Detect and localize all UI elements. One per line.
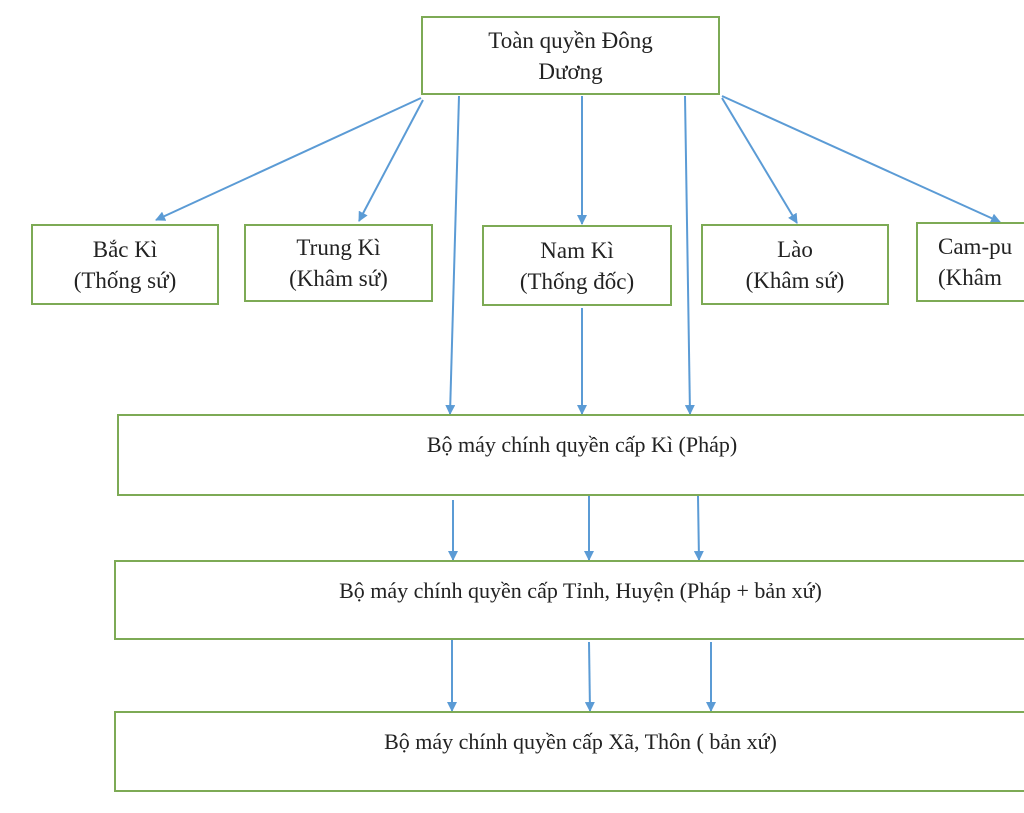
governor-general-line1: Toàn quyền Đông [488, 27, 653, 53]
arrow-top-to-ki-level [445, 95, 460, 415]
region-official: (Thống đốc) [519, 268, 635, 294]
region-official: (Thống sứ) [73, 267, 177, 293]
region-official: (Khâm [938, 265, 1002, 290]
region-name: Lào [777, 236, 813, 262]
arrow-tinh-to-xa-2 [584, 641, 595, 712]
level-box-ki: Bộ máy chính quyền cấp Kì (Pháp) [117, 414, 1024, 496]
arrow-top-to-ki-level-right [684, 95, 695, 415]
region-box-trung-ki: Trung Kì (Khâm sứ) [244, 224, 433, 302]
region-official: (Khâm sứ) [289, 266, 388, 291]
region-official: (Khâm sứ) [745, 267, 845, 293]
level-box-tinh-huyen: Bộ máy chính quyền cấp Tỉnh, Huyện (Pháp… [114, 560, 1024, 640]
region-box-lao: Lào (Khâm sứ) [701, 224, 889, 305]
arrow-to-bac-ki [155, 97, 422, 221]
level-label: Bộ máy chính quyền cấp Xã, Thôn ( bản xứ… [384, 729, 777, 754]
arrow-to-trung-ki [358, 99, 424, 222]
governor-general-line2: Dương [538, 58, 603, 84]
arrow-to-lao [721, 97, 798, 224]
level-label: Bộ máy chính quyền cấp Tỉnh, Huyện (Pháp… [339, 578, 822, 603]
region-name: Nam Kì [540, 237, 614, 263]
region-box-nam-ki: Nam Kì (Thống đốc) [482, 225, 672, 306]
region-name: Bắc Kì [92, 236, 158, 262]
arrow-ki-to-tinh-3 [693, 495, 704, 561]
governor-general-box: Toàn quyền Đông Dương [421, 16, 720, 95]
region-box-bac-ki: Bắc Kì (Thống sứ) [31, 224, 219, 305]
arrow-to-cam-pu-chia [721, 95, 1001, 223]
level-label: Bộ máy chính quyền cấp Kì (Pháp) [426, 432, 738, 457]
region-box-cam-pu-chia: Cam-pu (Khâm [916, 222, 1024, 302]
level-box-xa-thon: Bộ máy chính quyền cấp Xã, Thôn ( bản xứ… [114, 711, 1024, 792]
region-name: Cam-pu [938, 234, 1013, 259]
region-name: Trung Kì [296, 235, 381, 260]
